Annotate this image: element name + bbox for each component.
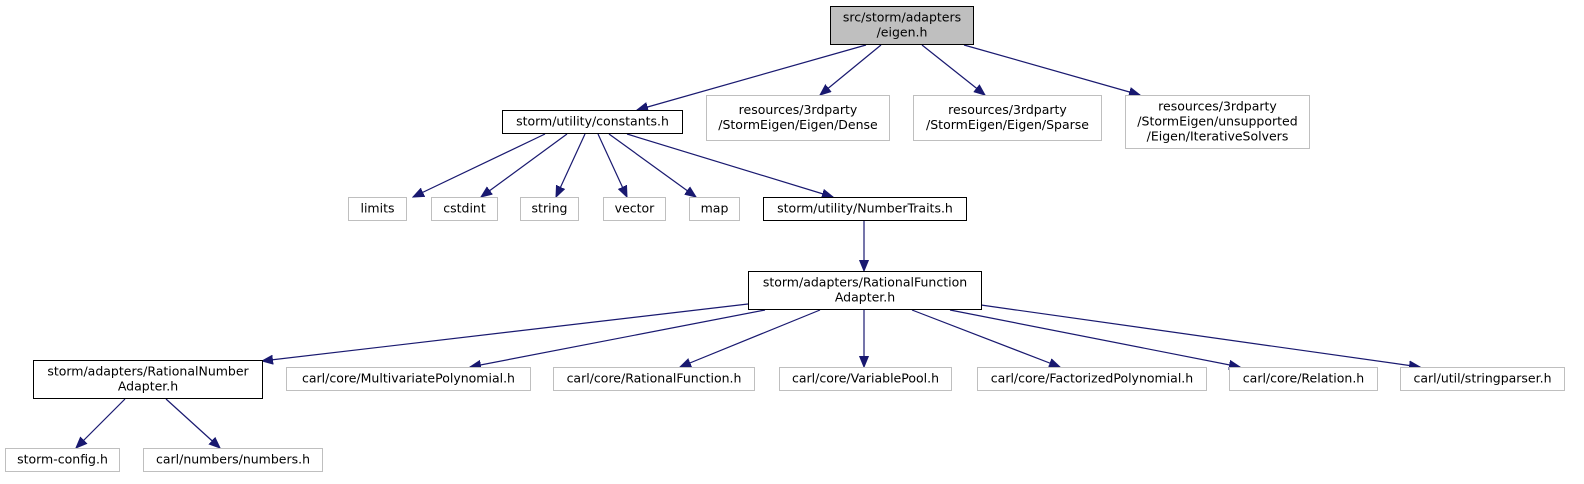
node-box [143, 448, 323, 472]
node-box [706, 95, 890, 141]
node-stormconfig: storm-config.h [5, 448, 120, 472]
node-relation: carl/core/Relation.h [1229, 367, 1378, 391]
edge-constants-to-string [556, 133, 586, 197]
node-dense: resources/3rdparty/StormEigen/Eigen/Dens… [706, 95, 890, 141]
node-box [1229, 367, 1378, 391]
edge-constants-to-numbertraits [626, 133, 833, 197]
edge-rfadapter-to-rationalfunction [680, 309, 821, 368]
node-box [520, 197, 579, 221]
node-factorized: carl/core/FactorizedPolynomial.h [977, 367, 1207, 391]
node-rationalfunction: carl/core/RationalFunction.h [553, 367, 755, 391]
nodes-layer: src/storm/adapters/eigen.h storm/utility/… [5, 6, 1565, 472]
node-box [502, 110, 683, 134]
node-label-line: /StormEigen/Eigen/Dense [718, 117, 878, 132]
node-box [33, 360, 263, 399]
edge-root-to-sparse [921, 44, 985, 95]
edge-root-to-iterative [963, 44, 1140, 95]
node-box [348, 197, 407, 221]
edges-layer [76, 44, 1420, 448]
node-label-line: cstdint [443, 201, 486, 216]
node-box [5, 448, 120, 472]
node-label-line: carl/core/MultivariatePolynomial.h [302, 371, 515, 386]
edge-constants-to-vector [597, 133, 627, 197]
node-box [830, 6, 974, 45]
node-label-line: carl/core/FactorizedPolynomial.h [991, 371, 1193, 386]
edge-root-to-constants [637, 44, 867, 110]
node-limits: limits [348, 197, 407, 221]
node-label-line: limits [360, 201, 394, 216]
edge-constants-to-map [608, 133, 696, 197]
node-box [286, 367, 531, 391]
node-label-line: carl/core/VariablePool.h [792, 371, 939, 386]
edge-constants-to-cstdint [481, 133, 568, 197]
node-label-line: src/storm/adapters [843, 10, 961, 25]
node-label-line: resources/3rdparty [739, 102, 858, 117]
node-box [913, 95, 1102, 141]
node-box [748, 271, 982, 310]
node-label-line: vector [615, 201, 656, 216]
node-label-line: storm-config.h [17, 452, 108, 467]
node-label-line: /StormEigen/unsupported [1137, 114, 1297, 129]
node-box [1125, 95, 1310, 149]
edge-constants-to-limits [413, 133, 546, 197]
node-label-line: carl/core/Relation.h [1243, 371, 1364, 386]
node-iterative: resources/3rdparty/StormEigen/unsupporte… [1125, 95, 1310, 149]
node-label-line: resources/3rdparty [948, 102, 1067, 117]
edge-root-to-dense [820, 44, 882, 95]
node-label-line: /StormEigen/Eigen/Sparse [926, 117, 1089, 132]
node-cstdint: cstdint [431, 197, 498, 221]
node-box [977, 367, 1207, 391]
node-label-line: /Eigen/IterativeSolvers [1147, 129, 1289, 144]
node-label-line: Adapter.h [835, 290, 895, 305]
node-root[interactable]: src/storm/adapters/eigen.h [830, 6, 974, 45]
node-box [603, 197, 666, 221]
node-label-line: /eigen.h [877, 25, 928, 40]
node-label-line: string [532, 201, 568, 216]
node-constants[interactable]: storm/utility/constants.h [502, 110, 683, 134]
node-label-line: map [701, 201, 729, 216]
node-label-line: storm/adapters/RationalFunction [763, 275, 967, 290]
node-stringparser: carl/util/stringparser.h [1400, 367, 1565, 391]
edge-rfadapter-to-relation [949, 309, 1240, 367]
node-variablepool: carl/core/VariablePool.h [779, 367, 952, 391]
node-numbertraits[interactable]: storm/utility/NumberTraits.h [763, 197, 967, 221]
node-box [431, 197, 498, 221]
node-box [779, 367, 952, 391]
edge-rfadapter-to-factorized [911, 309, 1060, 367]
node-multivariate: carl/core/MultivariatePolynomial.h [286, 367, 531, 391]
node-vector: vector [603, 197, 666, 221]
node-map: map [689, 197, 740, 221]
node-label-line: storm/adapters/RationalNumber [47, 364, 249, 379]
node-sparse: resources/3rdparty/StormEigen/Eigen/Spar… [913, 95, 1102, 141]
node-label-line: carl/core/RationalFunction.h [567, 371, 742, 386]
node-box [689, 197, 740, 221]
node-box [1400, 367, 1565, 391]
node-numbers: carl/numbers/numbers.h [143, 448, 323, 472]
edge-rfadapter-to-multivariate [470, 309, 766, 367]
node-label-line: resources/3rdparty [1158, 99, 1277, 114]
edge-rfadapter-to-rnadapter [262, 303, 749, 361]
node-box [553, 367, 755, 391]
node-label-line: storm/utility/NumberTraits.h [777, 201, 953, 216]
node-label-line: carl/numbers/numbers.h [156, 452, 310, 467]
node-label-line: carl/util/stringparser.h [1413, 371, 1551, 386]
node-string: string [520, 197, 579, 221]
node-label-line: storm/utility/constants.h [516, 114, 669, 129]
edge-rnadapter-to-numbers [165, 398, 220, 448]
edge-rnadapter-to-stormconfig [76, 398, 126, 448]
node-box [763, 197, 967, 221]
node-label-line: Adapter.h [118, 379, 178, 394]
edge-rfadapter-to-stringparser [980, 304, 1420, 367]
